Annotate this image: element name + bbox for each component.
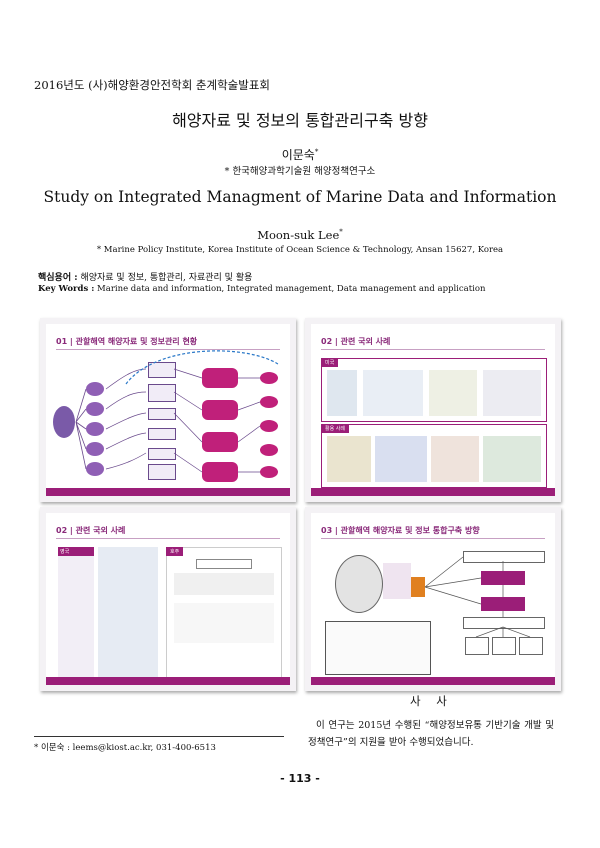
keywords-ko-text: 해양자료 및 정보, 통합관리, 자료관리 및 활용 [80, 273, 253, 283]
author-name-ko: 이문숙 [281, 148, 315, 162]
slide-2-label-use-cases: 활용 사례 [321, 424, 349, 433]
slide-3-label-uk: 영국 [58, 547, 94, 556]
flow-arrows [75, 350, 279, 473]
slide-1-title: 01 | 관할해역 해양자료 및 정보관리 현황 [56, 337, 198, 346]
keywords-en-text: Marine data and information, Integrated … [97, 284, 486, 294]
acknowledgement-body: 이 연구는 2015년 수행된 “해양정보유통 기반기술 개발 및 정책연구”의… [308, 720, 554, 748]
keywords-english: Key Words : Marine data and information,… [38, 284, 485, 294]
author-korean: 이문숙* [0, 146, 600, 163]
footnote-divider [34, 736, 284, 737]
slide-4-title: 03 | 관할해역 해양자료 및 정보 통합구축 방향 [321, 526, 480, 535]
page-number: - 113 - [280, 772, 320, 785]
keywords-en-label: Key Words : [38, 284, 95, 294]
footnote: * 이문숙 : leems@kiost.ac.kr, 031-400-6513 [34, 743, 216, 753]
slide-figure-3: 02 | 관련 국외 사례 영국 호주 [40, 507, 296, 691]
slide-2-label-us: 미국 [321, 358, 339, 367]
slide-figure-2: 02 | 관련 국외 사례 미국 활용 사례 [305, 318, 561, 502]
slide-figure-1: 01 | 관할해역 해양자료 및 정보관리 현황 [40, 318, 296, 502]
slide-3-title: 02 | 관련 국외 사례 [56, 526, 126, 535]
author-mark: * [314, 148, 319, 156]
keywords-ko-label: 핵심용어 : [38, 273, 78, 283]
author-name-en: Moon-suk Lee [257, 228, 340, 242]
author-mark-en: * [339, 228, 343, 237]
slide-2-title: 02 | 관련 국외 사례 [321, 337, 391, 346]
acknowledgement-title: 사 사 [410, 694, 453, 708]
slide-figure-4: 03 | 관할해역 해양자료 및 정보 통합구축 방향 [305, 507, 561, 691]
conference-header: 2016년도 (사)해양환경안전학회 춘계학술발표회 [34, 78, 270, 92]
slide-3-label-au: 호주 [166, 547, 184, 556]
author-english: Moon-suk Lee* [0, 228, 600, 242]
affiliation-korean: * 한국해양과학기술원 해양정책연구소 [224, 166, 376, 177]
title-korean: 해양자료 및 정보의 통합관리구축 방향 [172, 111, 428, 130]
affiliation-english: * Marine Policy Institute, Korea Institu… [96, 245, 504, 255]
title-english: Study on Integrated Managment of Marine … [43, 188, 557, 206]
keywords-korean: 핵심용어 : 해양자료 및 정보, 통합관리, 자료관리 및 활용 [38, 270, 252, 283]
structure-lines [424, 556, 531, 638]
